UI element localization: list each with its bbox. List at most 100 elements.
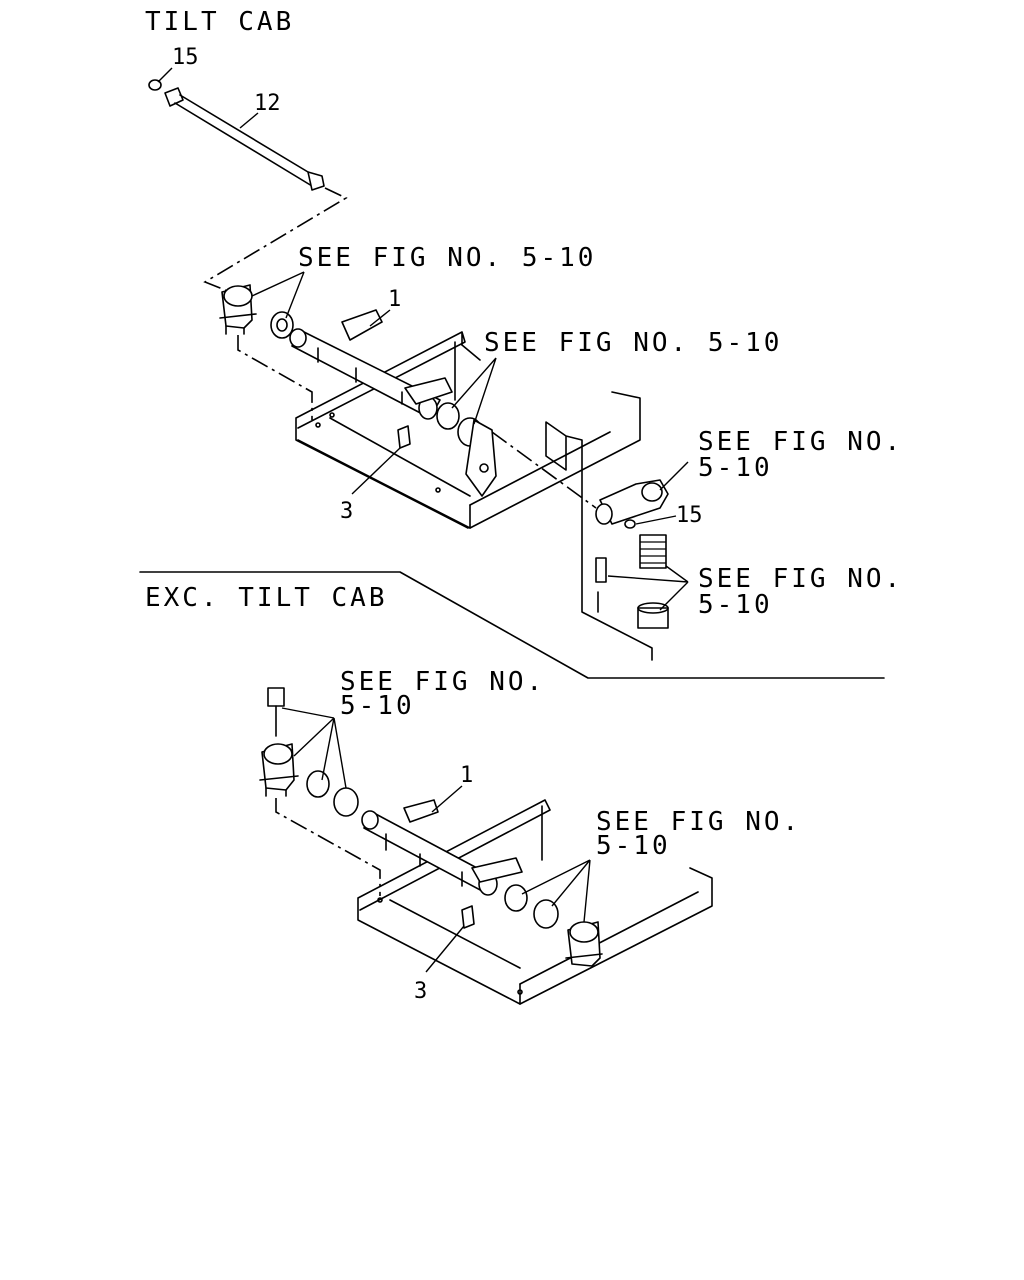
ref-see-fig-6: SEE FIG NO.: [596, 807, 801, 837]
section-title-exc-tilt-cab: EXC. TILT CAB: [145, 583, 388, 613]
grease-nipple-tilt: [397, 425, 411, 449]
grease-nipple-exc-body: [461, 905, 475, 929]
ref-see-fig-4: SEE FIG NO.: [698, 564, 903, 594]
cross-tube-end-left: [289, 328, 307, 348]
rail-edge-exc: [389, 805, 543, 969]
left-bushing-hole: [276, 318, 288, 332]
ref-see-fig-1: SEE FIG NO. 5-10: [298, 243, 596, 273]
spring-seat-top: [637, 602, 669, 614]
assembly-line-bar: [203, 187, 348, 293]
grease-nipple-body: [397, 425, 411, 449]
left-bracket-eye-exc: [263, 743, 293, 765]
left-bracket-eye: [223, 285, 253, 307]
leader-ref-1: [251, 271, 305, 319]
torsion-bar-part-12: [148, 79, 325, 191]
rail-edge: [454, 341, 481, 401]
cross-tube-exc: [363, 811, 493, 893]
leader-12: [239, 112, 259, 129]
ref-see-fig-2: SEE FIG NO. 5-10: [484, 328, 782, 358]
left-bracket-base: [219, 313, 257, 335]
ref-see-fig-5: SEE FIG NO.: [340, 667, 545, 697]
right-bushings-tilt: [436, 402, 497, 497]
hinge-eye: [641, 482, 663, 502]
leader-15-top: [157, 67, 173, 83]
ref-see-fig-5-num: 5-10: [340, 691, 415, 721]
left-bracket-exc: [259, 687, 359, 817]
bar-end-right: [307, 171, 325, 191]
right-bracket-base-exc: [565, 953, 603, 959]
right-bushing-exc-1: [504, 884, 528, 912]
hinge-bolt: [595, 557, 607, 583]
frame-hole-2: [435, 487, 441, 493]
right-bushing-exc-2: [533, 899, 559, 929]
callout-15-top: 15: [172, 45, 199, 70]
coil-spring-rings: [640, 541, 666, 564]
cross-tube-ribs: [317, 347, 403, 405]
cross-tube: [291, 329, 441, 419]
arm-bracket-2: [404, 377, 453, 405]
cross-tube-part-1-exc: [361, 799, 523, 896]
leader-ref-2: [451, 357, 497, 425]
side-rail: [469, 391, 641, 529]
arm-bracket-1: [341, 309, 383, 341]
tilt-hinge-assembly: [491, 421, 669, 661]
cross-tube-exc-end-left: [361, 810, 379, 830]
callout-1-exc: 1: [460, 763, 473, 788]
ref-see-fig-6-num: 5-10: [596, 831, 671, 861]
bar-shaft: [174, 94, 319, 187]
callout-3-tilt: 3: [340, 499, 353, 524]
snap-ring-top: [148, 79, 162, 91]
ref-see-fig-3: SEE FIG NO.: [698, 427, 903, 457]
left-bushing: [270, 311, 294, 339]
callout-3-exc: 3: [414, 979, 427, 1004]
callout-12: 12: [254, 91, 281, 116]
left-bushing-exc-1: [306, 770, 330, 798]
cross-tube-part-1-tilt: [289, 309, 453, 420]
assembly-line-hinge: [491, 431, 597, 509]
side-rail-exc: [519, 867, 713, 1005]
right-bushings-exc: [504, 884, 603, 967]
callout-15-right: 15: [676, 503, 703, 528]
leader-3-tilt: [351, 447, 401, 495]
section-divider: [139, 571, 885, 679]
leader-15-right: [635, 515, 677, 525]
bar-end-left: [164, 87, 184, 107]
cross-tube-exc-ribs: [385, 833, 463, 887]
arm-bracket-exc-1: [403, 799, 439, 823]
bolt-exc: [267, 687, 285, 707]
ref-see-fig-4-num: 5-10: [698, 590, 773, 620]
right-bracket-eye-exc: [569, 921, 599, 943]
leader-ref-6: [521, 859, 591, 923]
hinge-plate-outline: [545, 421, 653, 661]
arm-bracket-exc-2: [471, 857, 523, 883]
frame-hole-1: [315, 422, 321, 428]
left-bushing-exc-2: [333, 787, 359, 817]
leader-ref-4: [607, 565, 689, 611]
ref-see-fig-3-num: 5-10: [698, 453, 773, 483]
right-bushing-1: [436, 402, 460, 430]
leader-ref-5: [281, 707, 347, 789]
leader-ref-3: [659, 461, 689, 491]
leader-1-exc: [431, 785, 463, 813]
crossmember-lower: [297, 417, 471, 529]
frame-hole-exc-2: [517, 989, 523, 995]
left-bracket-base-exc: [259, 775, 299, 797]
assembly-line-left: [237, 335, 313, 420]
assembly-line-exc: [275, 798, 381, 896]
coil-spring-body: [639, 534, 667, 569]
right-hanger-hole: [479, 463, 489, 473]
frame-hole-exc-1: [377, 897, 383, 903]
grease-nipple-exc: [461, 905, 475, 929]
hinge-bracket: [599, 479, 669, 525]
section-title-tilt-cab: TILT CAB: [145, 7, 294, 37]
frame-tilt-cab: [295, 331, 641, 529]
hinge-bushing: [595, 503, 613, 525]
snap-ring-right: [624, 519, 636, 529]
right-hanger: [465, 419, 497, 497]
leader-1-tilt: [369, 309, 391, 327]
left-bracket-tilt: [219, 284, 294, 339]
frame-hole-3: [329, 412, 335, 418]
leader-3-exc: [425, 925, 465, 973]
